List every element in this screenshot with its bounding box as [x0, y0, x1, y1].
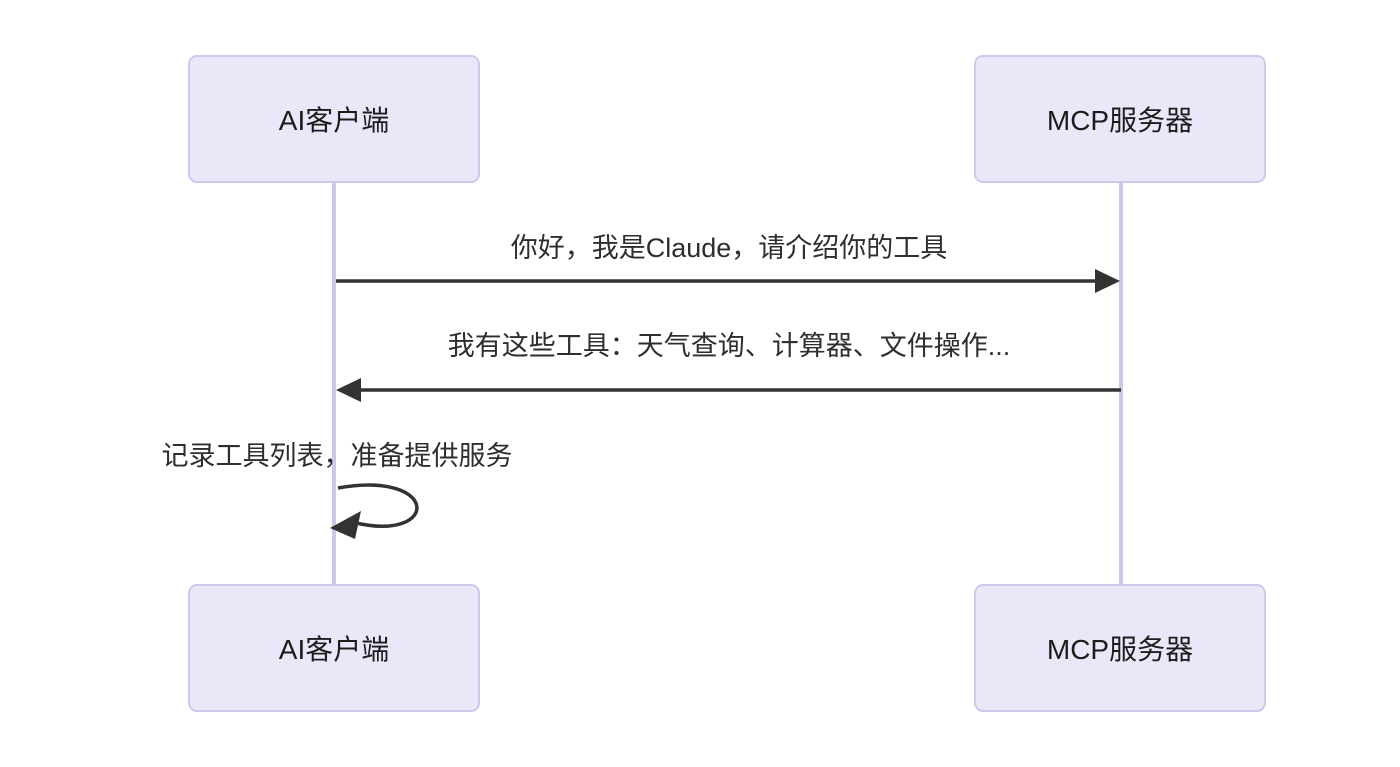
actor-top-ai-client-label: AI客户端 — [278, 105, 390, 136]
actor-bottom-mcp-server: MCP服务器 — [974, 584, 1266, 712]
self-loop-arrowhead — [330, 511, 361, 539]
actor-bottom-ai-client-label: AI客户端 — [278, 634, 390, 665]
self-loop-curve — [337, 483, 419, 528]
actor-bottom-ai-client: AI客户端 — [188, 584, 480, 712]
message-2-arrowhead — [336, 378, 361, 402]
message-1-label: 你好，我是Claude，请介绍你的工具 — [510, 233, 948, 263]
message-1-arrowhead — [1095, 269, 1120, 293]
message-2-label: 我有这些工具：天气查询、计算器、文件操作... — [447, 331, 1011, 361]
self-message-label: 记录工具列表，准备提供服务 — [161, 441, 513, 471]
actor-top-mcp-server-label: MCP服务器 — [1046, 105, 1194, 136]
actor-bottom-mcp-server-label: MCP服务器 — [1046, 634, 1194, 665]
actor-top-mcp-server: MCP服务器 — [974, 55, 1266, 183]
actor-top-ai-client: AI客户端 — [188, 55, 480, 183]
